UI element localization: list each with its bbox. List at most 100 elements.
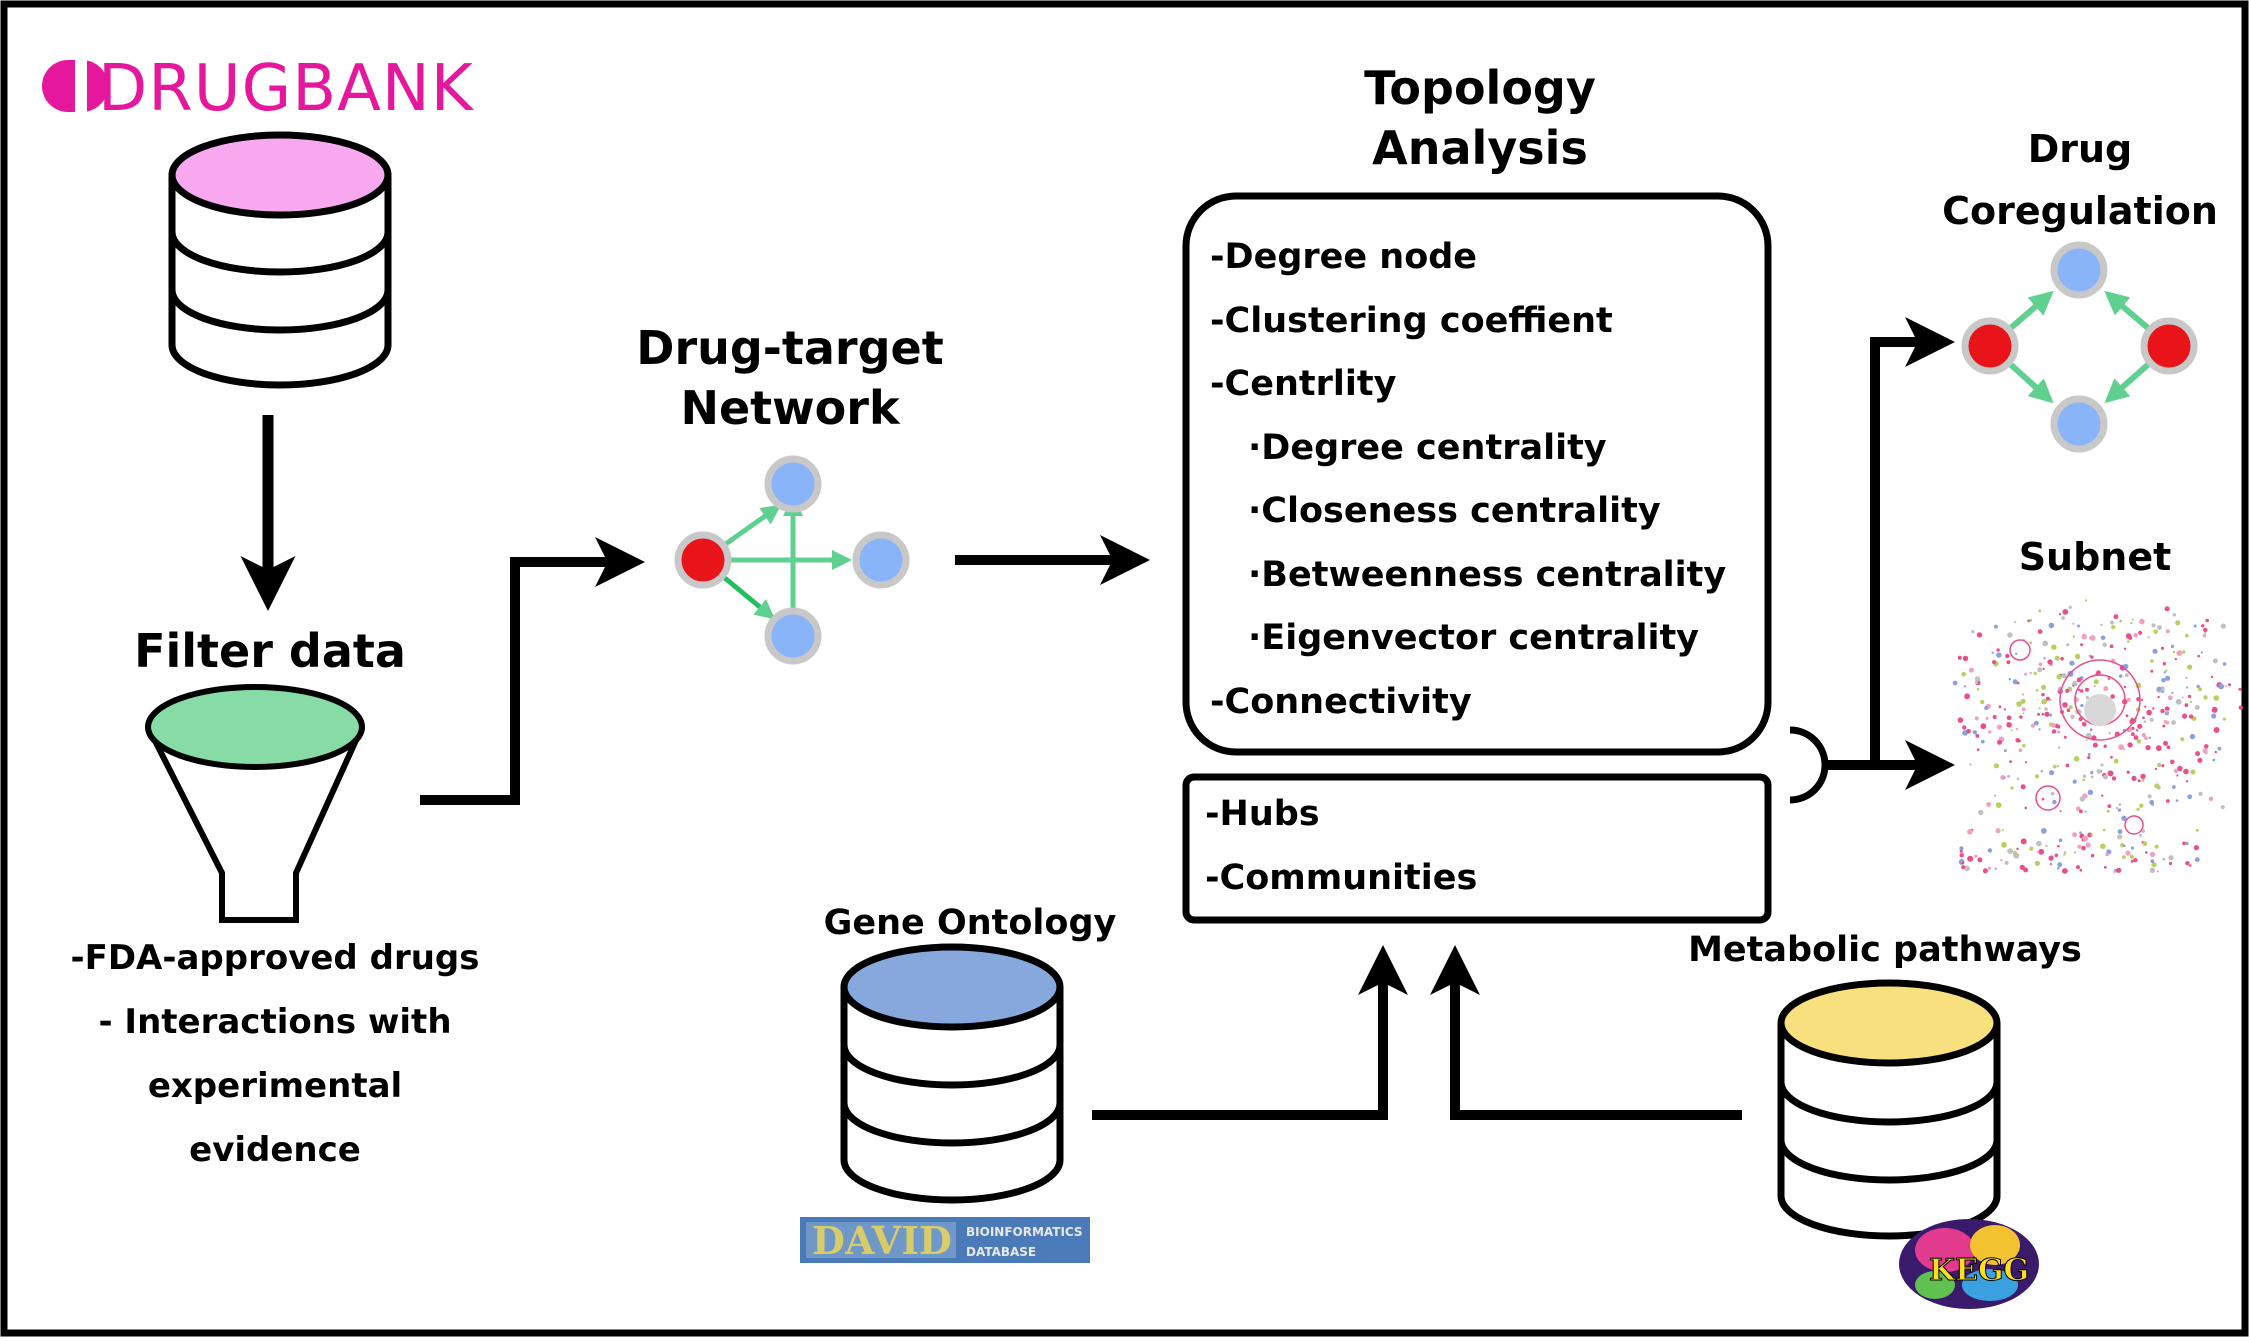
subnet-node xyxy=(2130,846,2135,850)
subnet-node xyxy=(2016,847,2019,851)
subnet-node xyxy=(2124,673,2129,677)
subnet-node xyxy=(2117,808,2122,812)
subnet-node xyxy=(2042,667,2045,671)
subnet-node xyxy=(2212,758,2216,762)
subnet-node xyxy=(2198,791,2203,797)
subnet-node xyxy=(2165,710,2168,713)
metric-item: -Clustering coeffient xyxy=(1210,300,1613,341)
subnet-node xyxy=(2052,799,2057,805)
subnet-node xyxy=(2165,669,2168,672)
subnet-node xyxy=(2057,866,2060,870)
subnet-node xyxy=(1967,855,1974,862)
subnet-node xyxy=(2084,810,2087,813)
subnet-node xyxy=(2034,774,2040,779)
subnet-node xyxy=(2189,733,2196,740)
subnet-node xyxy=(2038,662,2043,667)
subnet-node xyxy=(2156,686,2162,692)
subnet-node xyxy=(2160,708,2165,714)
subnet-node xyxy=(2040,770,2044,773)
subnet-title: Subnet xyxy=(2018,535,2172,579)
subnet-node xyxy=(2029,846,2034,851)
subnet-node xyxy=(2163,740,2168,746)
subnet-node xyxy=(1987,866,1991,871)
filter-note: experimental xyxy=(147,1066,403,1106)
subnet-node xyxy=(2029,641,2033,645)
subnet-node xyxy=(2013,853,2016,857)
subnet-node xyxy=(2021,693,2025,696)
subnet-node xyxy=(1987,848,1993,853)
subnet-node xyxy=(2079,689,2084,693)
subnet-node xyxy=(2110,755,2113,759)
subnet-node xyxy=(2195,828,2199,832)
subnet-node xyxy=(2157,625,2162,630)
subnet-node xyxy=(2048,855,2054,861)
subnet-node xyxy=(2173,768,2179,773)
subnet-node xyxy=(1980,699,1985,705)
subnet-node xyxy=(1996,652,2002,658)
subnet-node xyxy=(2208,796,2214,801)
subnet-node xyxy=(2007,774,2010,778)
subnet-node xyxy=(2018,748,2023,752)
subnet-node xyxy=(1994,624,1998,629)
subnet-node xyxy=(2103,744,2107,748)
subnet-node xyxy=(2108,732,2111,735)
subnet-node xyxy=(2136,739,2142,744)
topology-analysis-title: Topology Analysis xyxy=(1270,58,1690,178)
subnet-node xyxy=(2014,652,2018,655)
subnet-node xyxy=(2093,685,2096,688)
subnet-node xyxy=(2074,653,2081,660)
subnet-node xyxy=(2079,831,2082,834)
subnet-node xyxy=(2079,710,2082,714)
hub-item: -Hubs xyxy=(1205,794,1320,834)
subnet-node xyxy=(2054,655,2060,661)
david-logo-text: DAVID xyxy=(812,1218,952,1263)
subnet-node xyxy=(2073,756,2080,762)
subnet-node xyxy=(2110,694,2115,699)
subnet-node xyxy=(2041,797,2045,801)
subnet-node xyxy=(2016,681,2020,685)
subnet-node xyxy=(2066,643,2070,647)
subnet-node xyxy=(1961,861,1965,865)
subnet-node xyxy=(2087,756,2091,760)
subnet-node xyxy=(1974,716,1979,721)
subnet-node xyxy=(2041,684,2047,690)
subnet-node xyxy=(2177,765,2183,772)
subnet-node xyxy=(2060,656,2064,661)
subnet-node xyxy=(2155,745,2162,751)
subnet-node xyxy=(2052,764,2057,769)
subnet-node xyxy=(2077,844,2082,849)
subnet-node xyxy=(2220,623,2226,629)
subnet-node xyxy=(2185,780,2189,783)
subnet-node xyxy=(2131,775,2137,782)
subnet-node xyxy=(2069,660,2075,666)
subnet-node xyxy=(1967,829,1973,835)
subnet-node xyxy=(2107,770,2114,777)
subnet-node xyxy=(2017,739,2021,743)
subnet-node xyxy=(2080,643,2084,647)
subnet-node xyxy=(2087,789,2094,796)
subnet-node xyxy=(2149,800,2155,805)
subnet-node xyxy=(2131,732,2135,737)
subnet-node xyxy=(2152,707,2155,710)
subnet-node xyxy=(2195,751,2201,757)
drugbank-logo-text: DRUGBANK xyxy=(98,52,474,126)
subnet-node xyxy=(2000,859,2003,862)
output-bracket xyxy=(1789,726,1829,804)
subnet-node xyxy=(2048,622,2055,629)
subnet-node xyxy=(2065,763,2070,768)
subnet-node xyxy=(2127,742,2133,748)
subnet-node xyxy=(2034,860,2040,867)
subnet-node xyxy=(2118,744,2125,750)
subnet-node xyxy=(2123,748,2126,751)
subnet-node xyxy=(1959,846,1964,851)
subnet-node xyxy=(2154,783,2160,789)
subnet-node xyxy=(2213,695,2219,701)
subnet-node xyxy=(2238,687,2242,691)
subnet-node xyxy=(1957,717,1964,723)
subnet-node xyxy=(2059,810,2062,813)
drug-coregulation-icon xyxy=(1961,241,2198,453)
subnet-node xyxy=(1961,865,1966,870)
subnet-node xyxy=(1995,802,2002,808)
subnet-node xyxy=(1975,734,1980,738)
